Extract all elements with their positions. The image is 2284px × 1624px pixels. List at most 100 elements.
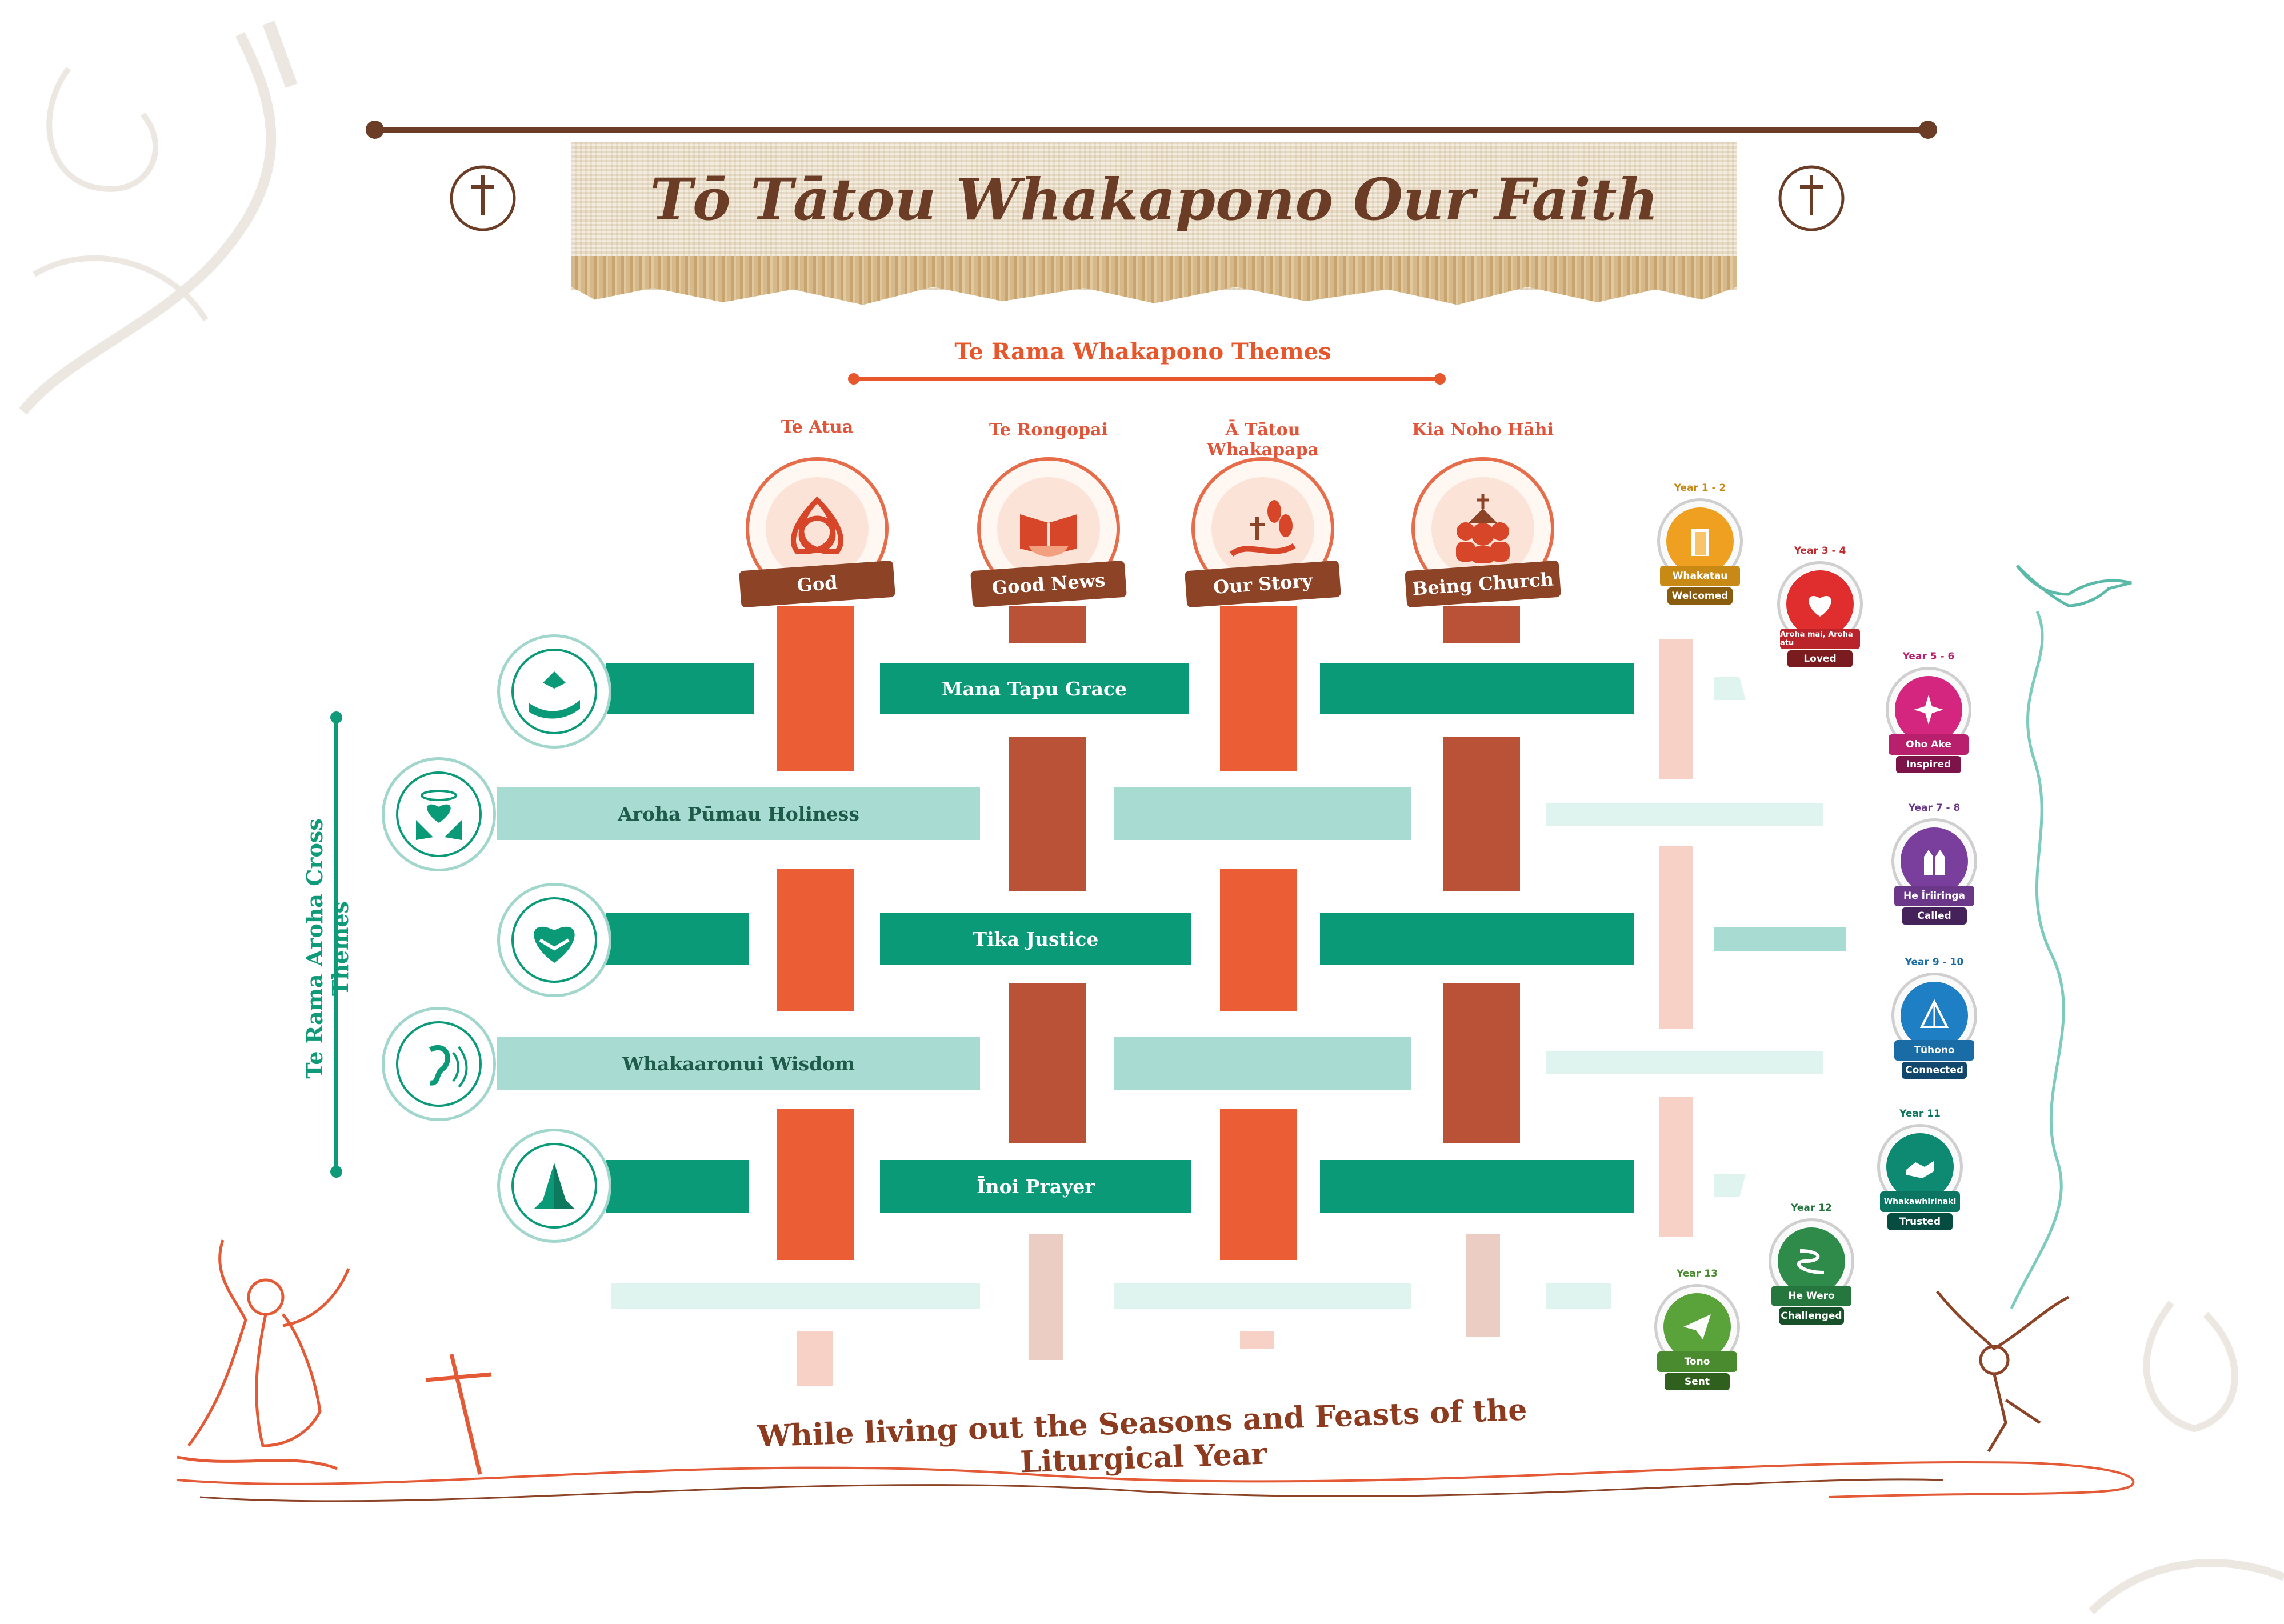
cross-rule-cap-bottom	[330, 1166, 342, 1178]
weave-hbar	[606, 663, 754, 714]
dove-hand-icon	[511, 649, 597, 734]
weave-vbar	[1659, 846, 1693, 1029]
weave-vbar	[1220, 869, 1297, 1011]
wisdom-label: Whakaaronui Wisdom	[622, 1052, 855, 1075]
year-maori: Tūhono	[1894, 1040, 1974, 1061]
year-label: Year 11	[1899, 1108, 1941, 1119]
cross-rule-cap-top	[330, 711, 342, 723]
theme-badge-our-story: Ā Tātou Whakapapa Our Story	[1185, 420, 1341, 623]
year-label: Year 1 - 2	[1674, 482, 1726, 494]
year-english: Called	[1902, 907, 1967, 925]
heart-hands-icon	[396, 771, 482, 857]
weave-hbar	[1114, 1283, 1411, 1309]
prayer-label: Īnoi Prayer	[977, 1175, 1095, 1198]
grace-bar: Mana Tapu Grace	[880, 663, 1189, 714]
ear-sound-icon	[396, 1021, 482, 1107]
weave-vbar	[777, 1109, 854, 1260]
year-maori: Aroha mai, Aroha atu	[1780, 629, 1860, 649]
weave-vbar	[777, 606, 854, 771]
year-label: Year 7 - 8	[1908, 802, 1961, 814]
dancer-figure-icon	[1936, 1290, 2070, 1453]
sparkle-icon	[1895, 676, 1962, 743]
year-maori: Tono	[1657, 1351, 1737, 1372]
weave-vbar	[1659, 1097, 1693, 1237]
year-maori: He Īriiringa	[1894, 886, 1974, 906]
year-label: Year 3 - 4	[1794, 545, 1846, 557]
weave-vbar	[1009, 737, 1086, 891]
weave-vbar	[1466, 1234, 1500, 1337]
dove-string-icon	[2010, 565, 2132, 1310]
burlap-fringe	[571, 256, 1737, 305]
year-english: Welcomed	[1667, 587, 1733, 605]
year-label: Year 5 - 6	[1902, 651, 1955, 662]
theme-maori-label: Te Atua	[781, 417, 854, 437]
year-maori: Oho Ake	[1889, 734, 1969, 755]
themes-rule	[853, 377, 1441, 381]
weave-vbar	[1443, 737, 1520, 891]
cross-badge-justice	[497, 883, 611, 997]
theme-badge-being-church: Kia Noho Hāhi Being Church	[1405, 420, 1561, 623]
year-badge-5-6: Year 5 - 6 Oho Ake Inspired	[1874, 651, 1983, 780]
handshake-icon	[1886, 1133, 1954, 1201]
weave-vbar	[1029, 1234, 1063, 1360]
weave-vbar	[1240, 1331, 1274, 1349]
network-icon	[1901, 982, 1968, 1049]
year-badge-1-2: Year 1 - 2 Whakatau Welcomed	[1646, 482, 1754, 611]
weave-hbar	[1320, 663, 1634, 714]
year-english: Sent	[1665, 1373, 1730, 1390]
year-maori: Whakatau	[1660, 566, 1740, 586]
year-badge-11: Year 11 Whakawhirinaki Trusted	[1866, 1108, 1974, 1237]
year-badge-3-4: Year 3 - 4 Aroha mai, Aroha atu Loved	[1766, 545, 1874, 674]
weave-vbar	[1009, 983, 1086, 1143]
holiness-label: Aroha Pūmau Holiness	[618, 802, 859, 825]
year-english: Inspired	[1896, 756, 1961, 773]
cross-badge-holiness	[382, 757, 496, 871]
door-icon	[1666, 507, 1734, 575]
theme-maori-label: Ā Tātou Whakapapa	[1207, 420, 1319, 460]
emblem-left-icon	[450, 165, 516, 231]
themes-heading: Te Rama Whakapono Themes	[954, 338, 1331, 365]
weave-hbar	[1320, 913, 1634, 965]
title-rule	[369, 127, 1931, 133]
weave-vbar	[1009, 606, 1086, 643]
year-label: Year 12	[1791, 1202, 1832, 1214]
wisdom-bar: Whakaaronui Wisdom	[497, 1037, 980, 1090]
weave-vbar	[1220, 606, 1297, 771]
weave-hbar	[1114, 1037, 1411, 1090]
weave-hbar	[1714, 1174, 1746, 1197]
themes-rule-cap-right	[1434, 373, 1446, 385]
year-english: Challenged	[1779, 1307, 1844, 1325]
theme-maori-label: Te Rongopai	[989, 420, 1108, 440]
year-badge-12: Year 12 He Wero Challenged	[1757, 1202, 1866, 1331]
weave-vbar	[777, 869, 854, 1011]
prayer-bar: Īnoi Prayer	[880, 1160, 1191, 1213]
weave-hbar	[1320, 1160, 1634, 1213]
weave-vbar	[1443, 983, 1520, 1143]
page-title: Tō Tātou Whakapono Our Faith	[650, 166, 1659, 233]
cross-heading: Te Rama Aroha Cross Themes	[302, 818, 353, 1079]
theme-badge-god: Te Atua God	[739, 417, 895, 623]
year-badge-7-8: Year 7 - 8 He Īriiringa Called	[1880, 802, 1989, 931]
emblem-right-icon	[1778, 165, 1845, 231]
weave-vbar	[1443, 606, 1520, 643]
rule-cap-right	[1919, 121, 1937, 139]
weave-hbar	[611, 1283, 980, 1309]
weave-hbar	[1546, 1283, 1611, 1309]
weave-hbar	[606, 1160, 749, 1213]
weave-vbar	[797, 1331, 833, 1386]
year-maori: Whakawhirinaki	[1880, 1191, 1960, 1212]
theme-badge-good-news: Te Rongopai Good News	[970, 420, 1127, 623]
heart-handshake-icon	[511, 897, 597, 983]
themes-rule-cap-left	[848, 373, 859, 385]
year-label: Year 13	[1677, 1268, 1718, 1279]
praying-hands-icon	[511, 1143, 597, 1229]
footer-wave-line	[177, 1461, 2135, 1502]
theme-maori-label: Kia Noho Hāhi	[1411, 420, 1554, 440]
year-english: Loved	[1787, 650, 1853, 667]
weave-hbar	[1714, 927, 1846, 951]
hands-watermark	[18, 21, 298, 415]
heart-icon	[1786, 570, 1854, 638]
year-english: Connected	[1902, 1062, 1967, 1079]
year-label: Year 9 - 10	[1905, 957, 1964, 968]
